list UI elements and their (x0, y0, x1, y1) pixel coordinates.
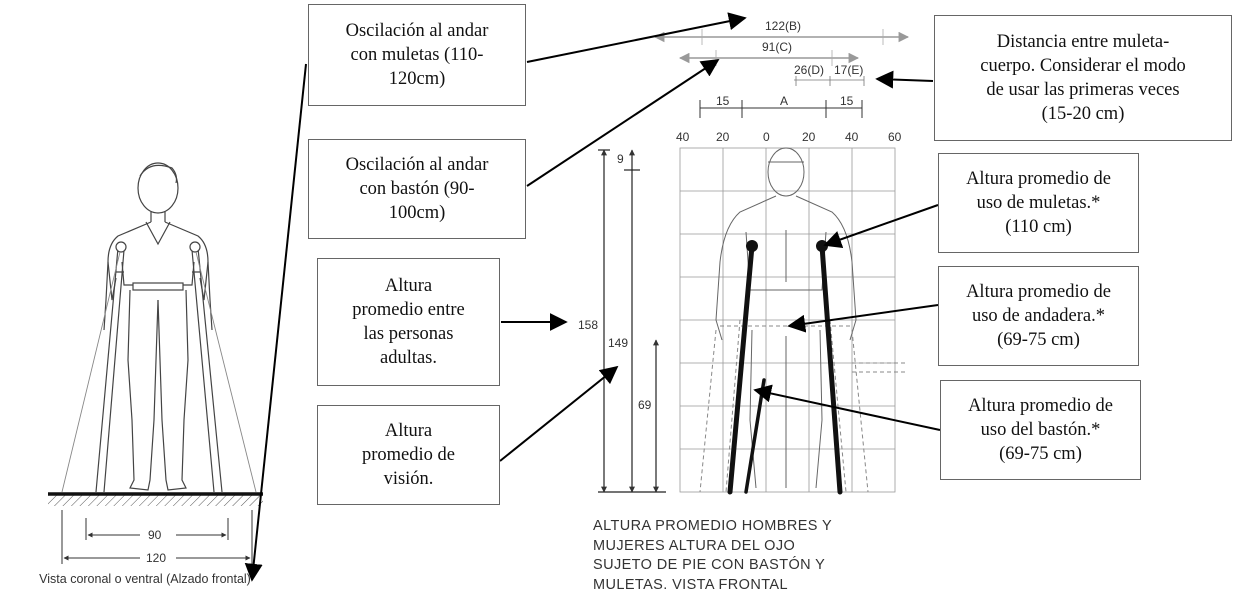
scale-label-40-left: 40 (676, 130, 690, 144)
right-crutches (727, 243, 843, 495)
callout-arrows (244, 12, 941, 582)
dimension-b-label: 122(B) (765, 19, 802, 33)
dimension-a-label: A (780, 94, 789, 108)
crutch-distance-callout: Distancia entre muleta-cuerpo. Considera… (934, 15, 1232, 141)
right-offset-label: 15 (840, 94, 854, 108)
top-dimension-lines (653, 29, 910, 118)
scale-label-20-left: 20 (716, 130, 730, 144)
scale-label-20-right: 20 (802, 130, 816, 144)
walker-dashed-outline (699, 319, 905, 493)
left-crutch-pad (746, 240, 758, 252)
right-figure-caption: ALTURA PROMEDIO HOMBRES Y MUJERES ALTURA… (593, 518, 833, 593)
dimension-c-label: 91(C) (762, 40, 793, 54)
left-figure-caption: Vista coronal o ventral (Alzado frontal) (39, 572, 251, 586)
vertical-dimension-lines (598, 149, 666, 493)
height-9-label: 9 (617, 152, 624, 166)
height-69-label: 69 (638, 398, 652, 412)
dimension-d-label: 26(D) (794, 63, 825, 77)
height-149-label: 149 (608, 336, 629, 350)
dimension-e-label: 17(E) (834, 63, 864, 77)
right-crutch-pad (816, 240, 828, 252)
height-158-label: 158 (578, 318, 599, 332)
scale-label-0: 0 (763, 130, 770, 144)
right-grid (679, 147, 896, 493)
right-figure-outline (715, 147, 857, 489)
scale-label-40-right: 40 (845, 130, 859, 144)
floor-dimensions (61, 510, 253, 564)
floor-120-label: 120 (146, 551, 167, 565)
scale-label-60: 60 (888, 130, 902, 144)
floor-90-label: 90 (148, 528, 162, 542)
left-figure (61, 162, 257, 493)
ground-hatch (48, 494, 263, 506)
left-offset-label: 15 (716, 94, 730, 108)
